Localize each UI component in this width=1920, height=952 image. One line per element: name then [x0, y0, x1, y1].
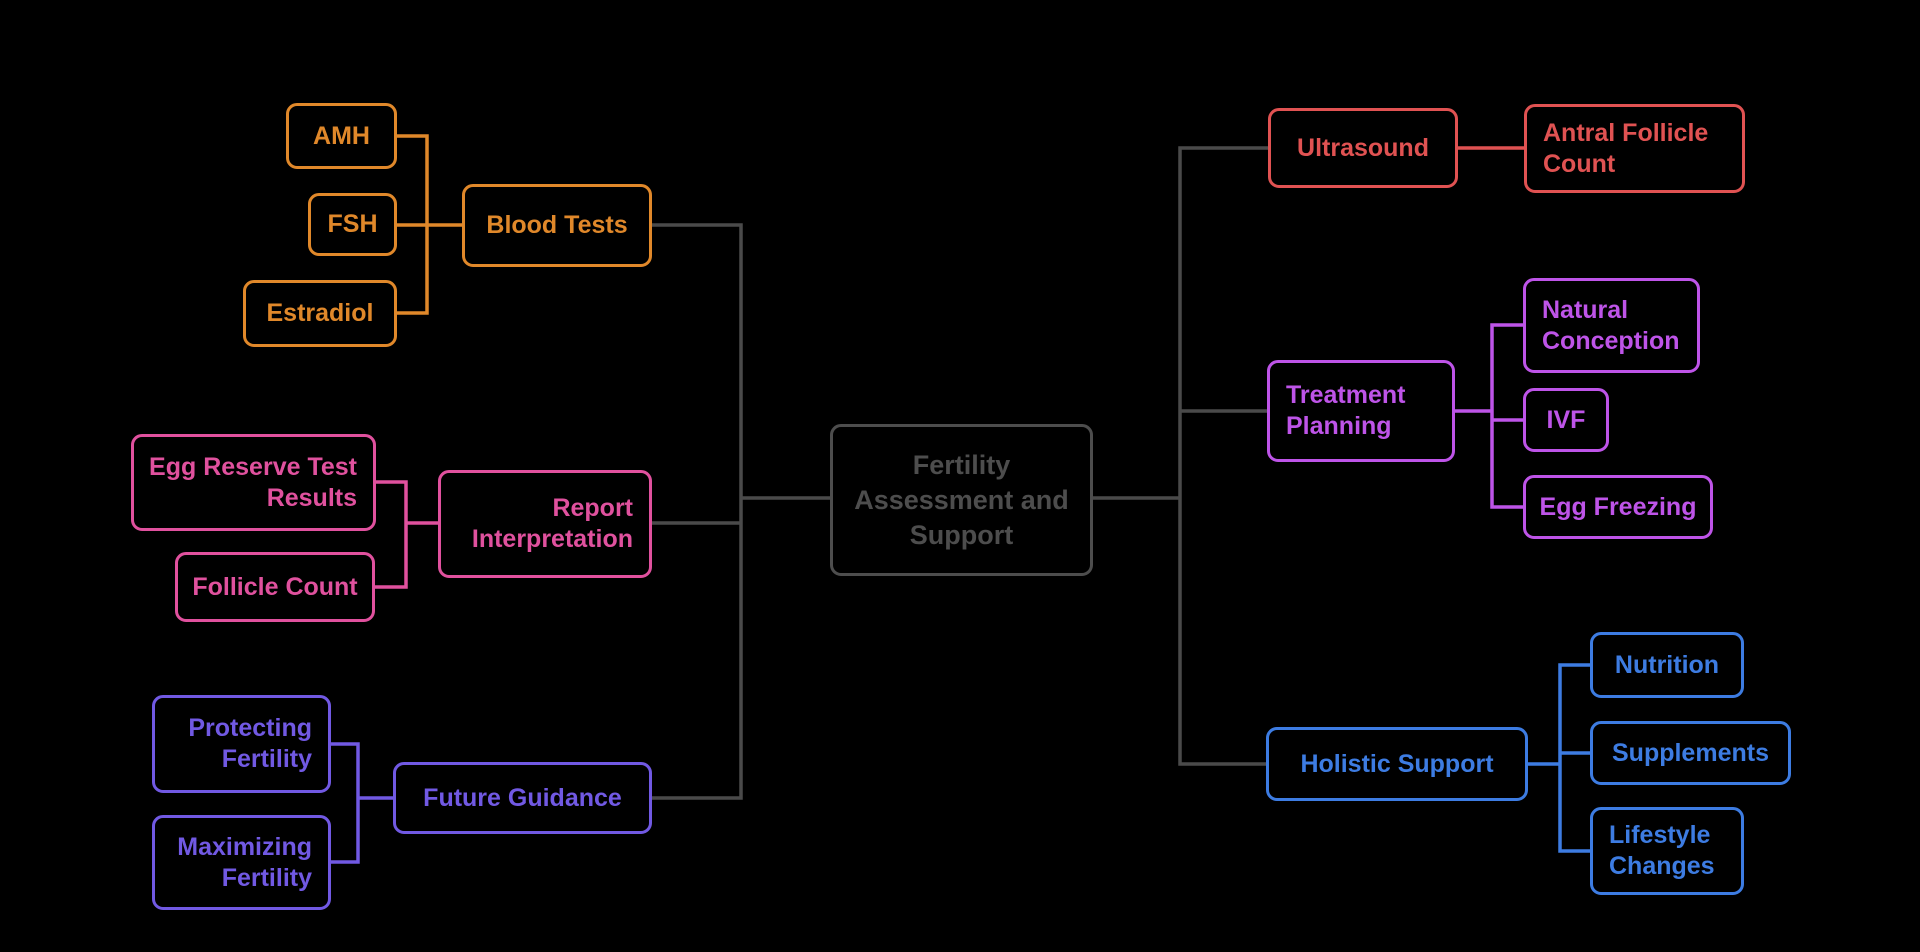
- node-ultrasound-label: Ultrasound: [1297, 133, 1429, 162]
- node-egg-freezing: Egg Freezing: [1523, 475, 1713, 539]
- node-estradiol: Estradiol: [243, 280, 397, 347]
- node-antral-follicle-count: Antral Follicle Count: [1524, 104, 1745, 193]
- node-nutrition: Nutrition: [1590, 632, 1744, 698]
- node-amh-label: AMH: [313, 121, 370, 150]
- edge-egg-reserve-follicle-spine: [375, 480, 408, 589]
- edge-nutrition-lifestyle-spine: [1558, 663, 1590, 853]
- node-egg-freezing-label: Egg Freezing: [1539, 492, 1697, 521]
- edge-conception-freezing-spine: [1490, 323, 1523, 509]
- node-protecting-fertility-label: Protecting Fertility: [188, 714, 312, 773]
- node-blood-tests-label: Blood Tests: [486, 211, 628, 239]
- node-fsh: FSH: [308, 193, 397, 256]
- node-treatment-planning: Treatment Planning: [1267, 360, 1455, 462]
- node-lifestyle-changes: Lifestyle Changes: [1590, 807, 1744, 895]
- node-follicle-count: Follicle Count: [175, 552, 375, 622]
- node-maximizing-fertility-label: Maximizing Fertility: [177, 832, 312, 892]
- node-nutrition-label: Nutrition: [1614, 650, 1720, 679]
- node-blood-tests: Blood Tests: [462, 184, 652, 267]
- node-supplements-label: Supplements: [1612, 738, 1769, 767]
- node-treatment-planning-label: Treatment Planning: [1286, 381, 1406, 440]
- node-holistic-support: Holistic Support: [1266, 727, 1528, 801]
- edge-left-spine: [652, 223, 743, 800]
- node-ivf-label: IVF: [1546, 405, 1586, 434]
- node-root: Fertility Assessment and Support: [830, 424, 1093, 576]
- node-report-interpretation: Report Interpretation: [438, 470, 652, 578]
- edge-right-spine: [1178, 146, 1268, 766]
- connectors-holistic-support: [1528, 663, 1590, 853]
- node-amh: AMH: [286, 103, 397, 169]
- node-natural-conception: Natural Conception: [1523, 278, 1700, 373]
- connectors-blood-tests: [397, 134, 462, 315]
- connectors-treatment-planning: [1455, 323, 1523, 509]
- node-ultrasound: Ultrasound: [1268, 108, 1458, 188]
- node-egg-reserve-test-results-label: Egg Reserve Test Results: [149, 452, 357, 512]
- node-maximizing-fertility: Maximizing Fertility: [152, 815, 331, 910]
- edge-protecting-maximizing-spine: [331, 742, 360, 864]
- node-supplements: Supplements: [1590, 721, 1791, 785]
- node-egg-reserve-test-results: Egg Reserve Test Results: [131, 434, 376, 531]
- node-follicle-count-label: Follicle Count: [192, 572, 358, 601]
- node-fsh-label: FSH: [327, 210, 378, 238]
- connectors-gray: [652, 146, 1268, 800]
- node-lifestyle-changes-label: Lifestyle Changes: [1609, 821, 1715, 880]
- node-root-label: Fertility Assessment and Support: [854, 449, 1069, 550]
- node-protecting-fertility: Protecting Fertility: [152, 695, 331, 793]
- connectors-future-guidance: [331, 742, 393, 864]
- node-estradiol-label: Estradiol: [266, 299, 374, 327]
- node-report-interpretation-label: Report Interpretation: [471, 494, 633, 553]
- connectors-report-interpretation: [375, 480, 438, 589]
- node-future-guidance: Future Guidance: [393, 762, 652, 834]
- node-future-guidance-label: Future Guidance: [423, 783, 622, 812]
- node-natural-conception-label: Natural Conception: [1542, 295, 1680, 355]
- node-ivf: IVF: [1523, 388, 1609, 452]
- node-holistic-support-label: Holistic Support: [1300, 749, 1494, 778]
- node-antral-follicle-count-label: Antral Follicle Count: [1543, 118, 1709, 178]
